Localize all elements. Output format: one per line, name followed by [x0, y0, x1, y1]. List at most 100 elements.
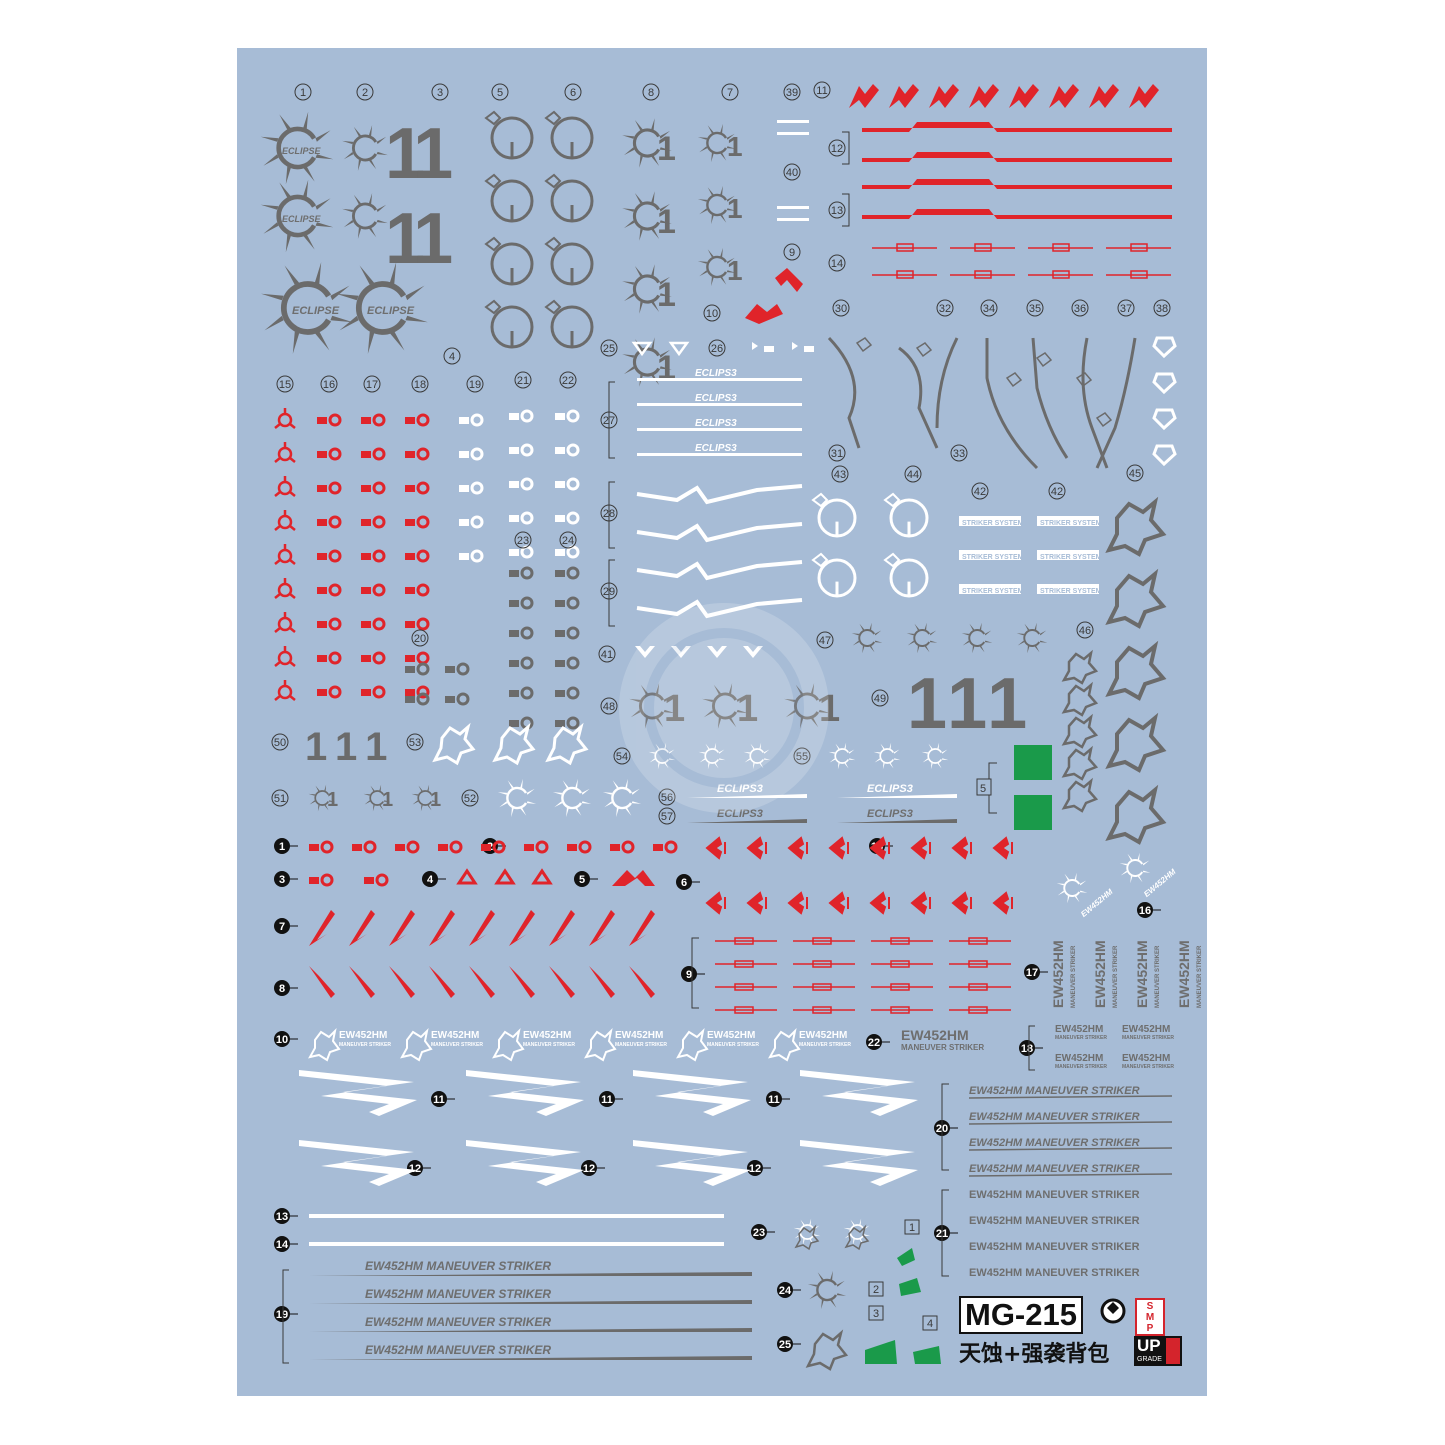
- white-eclipse-bar: [687, 794, 807, 798]
- number-dot: [676, 874, 692, 890]
- decal-number: 37: [1120, 303, 1132, 315]
- dash-bar: [777, 120, 809, 123]
- tab-ring: [520, 566, 534, 580]
- decal-number: 17: [1026, 967, 1038, 979]
- number-circle: [721, 83, 739, 101]
- eclipse-emblem-icon: [697, 247, 737, 287]
- decal-number: 12: [749, 1163, 761, 1175]
- boxed-number-frame: [868, 1305, 884, 1321]
- tab-decal-icon: [309, 873, 334, 887]
- kanji-logo-icon: [1061, 713, 1099, 749]
- decal-number: 3: [437, 87, 443, 99]
- red-chain-link: [812, 937, 832, 945]
- decal-number: 15: [279, 379, 291, 391]
- number-dot: [274, 871, 290, 887]
- one-decal: 1: [327, 789, 338, 811]
- tab-ring: [566, 716, 580, 730]
- tab-ring: [456, 692, 470, 706]
- red-tripod-icon: [274, 408, 296, 429]
- eclipse-emblem-icon: [743, 742, 771, 770]
- white-w-stripe-decal: [466, 1070, 584, 1116]
- boxed-number-frame: [904, 1219, 920, 1235]
- model-code-text: EW452HM: [1122, 1053, 1170, 1064]
- decal-number: 40: [786, 167, 798, 179]
- ring-emblem-icon: [811, 492, 857, 538]
- tripod-ring: [277, 514, 293, 530]
- burst-rays: [602, 778, 642, 818]
- tab-decal-icon: [405, 413, 430, 427]
- red-slash-decal: [589, 966, 615, 998]
- model-code-text: EW452HM: [799, 1030, 847, 1041]
- decal-number: 25: [603, 343, 615, 355]
- tab-decal-icon: [509, 443, 534, 457]
- tab-ring: [456, 662, 470, 676]
- ring-hex: [484, 110, 502, 126]
- number-circle: [936, 299, 954, 317]
- striker-system-plate: [1037, 550, 1099, 560]
- maneuver-striker-text: MANEUVER STRIKER: [1122, 1035, 1174, 1041]
- burst-ring: [968, 629, 986, 647]
- tab-block: [438, 844, 448, 851]
- tab-decal-icon: [395, 840, 420, 854]
- number-circle: [466, 375, 484, 393]
- red-slash-decal: [589, 910, 615, 946]
- tab-block: [509, 690, 519, 697]
- red-bracket-decal: [992, 891, 1013, 915]
- bracket: [1028, 1025, 1035, 1071]
- tripod-ring: [277, 650, 293, 666]
- tab-block: [317, 451, 327, 458]
- number-dot: [274, 838, 290, 854]
- red-stripe-decal: [862, 122, 1172, 132]
- tab-block: [509, 720, 519, 727]
- model-code-text: EW452HM: [1122, 1024, 1170, 1035]
- burst-ring: [927, 748, 943, 764]
- ring-hex: [544, 236, 562, 252]
- number-circle: [642, 83, 660, 101]
- tab-ring: [520, 477, 534, 491]
- tab-ring: [406, 840, 420, 854]
- tab-block: [555, 447, 565, 454]
- decal-number: 22: [562, 375, 574, 387]
- red-chain-link: [734, 960, 754, 968]
- tab-block: [555, 660, 565, 667]
- product-name: 天蚀+强袭背包: [959, 1342, 1110, 1367]
- vent-hex: [1095, 412, 1113, 428]
- eclipse-emblem-icon: [648, 742, 676, 770]
- white-kanji-logo-icon: [400, 1027, 433, 1062]
- tab-ring: [520, 443, 534, 457]
- burst-ring: [704, 748, 720, 764]
- red-bracket-decal: [869, 836, 890, 860]
- decal-number: 2: [362, 87, 368, 99]
- burst-rays: [1016, 622, 1048, 654]
- tripod-legs: [274, 578, 296, 599]
- ring-emblem-icon: [484, 236, 534, 286]
- ring-hex: [484, 299, 502, 315]
- eclipse-emblem-icon: [363, 784, 391, 812]
- number-circle: [514, 531, 532, 549]
- white-hex-decal: [1152, 408, 1177, 431]
- decal-number: 23: [753, 1227, 765, 1239]
- one-decal: 1: [819, 688, 840, 730]
- tab-ring: [416, 481, 430, 495]
- striker-system-plate: [1037, 516, 1099, 526]
- one-decal: 1: [664, 688, 685, 730]
- kanji-logo-icon: [1105, 496, 1167, 557]
- red-slash-decal: [349, 910, 375, 946]
- tab-decal-icon: [567, 840, 592, 854]
- maneuver-striker-text: MANEUVER STRIKER: [901, 1043, 984, 1052]
- eclipse-emblem-icon: [622, 337, 672, 387]
- number-dot: [274, 918, 290, 934]
- number-circle: [793, 747, 811, 765]
- tab-decal-icon: [509, 656, 534, 670]
- vent-line-decal: [1031, 337, 1069, 459]
- maneuver-striker-line: EW452HM MANEUVER STRIKER: [969, 1241, 1140, 1253]
- number-circle: [783, 243, 801, 261]
- vent-line-decal: [935, 337, 959, 429]
- tab-block: [459, 451, 469, 458]
- tab-block: [317, 417, 327, 424]
- gray-stripe-decal: [309, 1300, 752, 1304]
- tab-block: [317, 485, 327, 492]
- number-dot: [866, 1034, 882, 1050]
- vent-line-decal: [1095, 337, 1137, 469]
- red-bracket-decal: [705, 836, 726, 860]
